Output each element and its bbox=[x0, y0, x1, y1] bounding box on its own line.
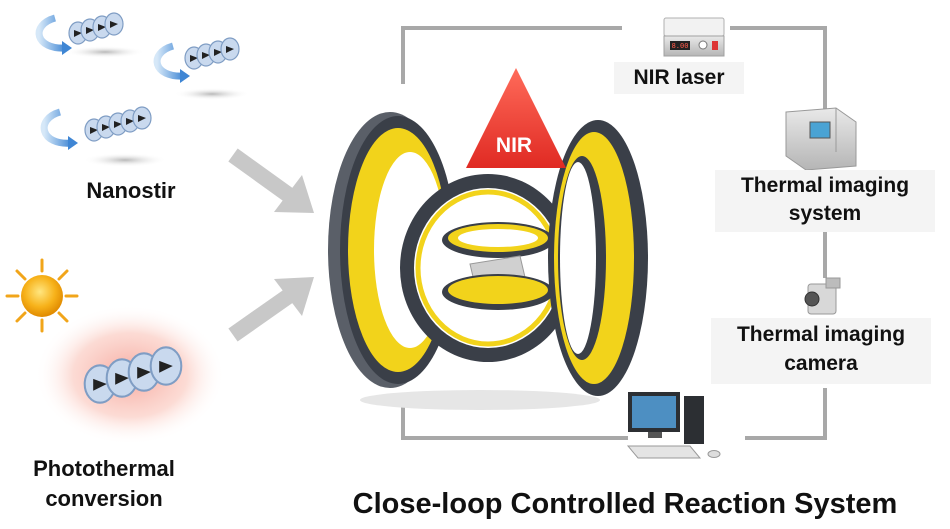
diagram-title: Close-loop Controlled Reaction System bbox=[352, 488, 898, 520]
sun-icon bbox=[5, 258, 79, 333]
rotation-arrow-icon bbox=[35, 14, 67, 52]
nanostir-label: Nanostir bbox=[86, 178, 176, 203]
nir-laser-label: NIR laser bbox=[614, 62, 744, 94]
gray-arrow-lower bbox=[228, 277, 314, 342]
inner-coil-stack bbox=[442, 222, 554, 310]
nir-label: NIR bbox=[496, 134, 532, 157]
shadow bbox=[83, 153, 167, 167]
nanostir-group-3 bbox=[40, 106, 167, 167]
nanostir-group-1 bbox=[35, 12, 145, 58]
nanostir-group-2 bbox=[153, 37, 250, 100]
nir-beam-icon bbox=[466, 68, 566, 168]
thermal-system-label: Thermal imaging system bbox=[715, 170, 935, 232]
right-coil bbox=[548, 120, 648, 396]
computer-icon bbox=[626, 392, 721, 459]
gray-arrow-upper bbox=[228, 148, 314, 213]
thermal-imaging-system-icon bbox=[785, 107, 857, 171]
shadow bbox=[65, 46, 145, 58]
rotation-arrow-icon bbox=[40, 108, 73, 147]
helmholtz-coil-assembly bbox=[328, 68, 648, 410]
laser-readout: 8.00 bbox=[672, 42, 689, 50]
photothermal-label: Photothermal conversion bbox=[33, 456, 175, 511]
rotation-arrow-icon bbox=[153, 42, 185, 80]
control-loop-line bbox=[401, 26, 827, 440]
thermal-camera-icon bbox=[804, 277, 841, 315]
shadow bbox=[174, 88, 250, 100]
arrowhead-icon bbox=[68, 136, 78, 150]
arrowhead-icon bbox=[62, 41, 72, 55]
thermal-camera-label: Thermal imaging camera bbox=[711, 318, 931, 384]
arrowhead-icon bbox=[180, 69, 190, 83]
nir-laser-device-icon bbox=[663, 17, 725, 57]
